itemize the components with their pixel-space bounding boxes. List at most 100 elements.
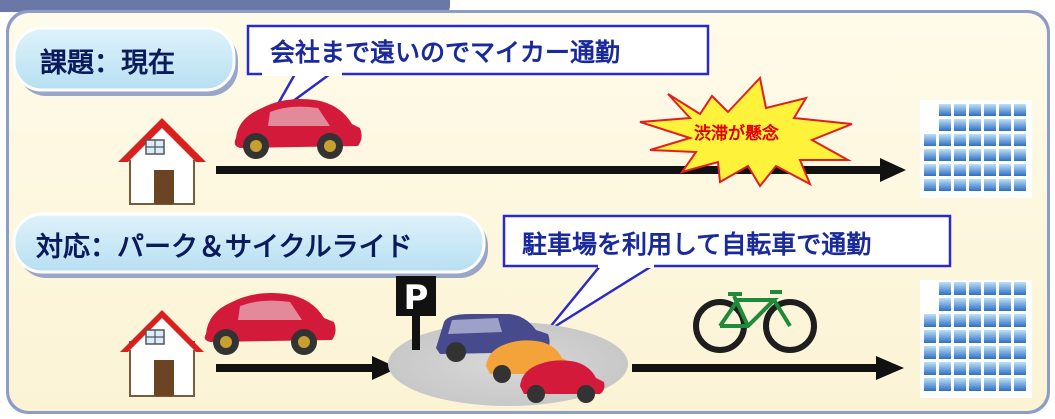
bicycle-icon <box>693 290 817 353</box>
building-window <box>939 378 951 391</box>
building-window <box>939 314 951 327</box>
building-window <box>954 362 966 375</box>
building-window <box>969 282 981 295</box>
bottom-callout-text: 駐車場を利用して自転車で通勤 <box>522 230 872 259</box>
building-window <box>939 119 951 131</box>
building-window <box>984 134 996 146</box>
building-window <box>969 134 981 146</box>
building-window <box>1014 362 1026 375</box>
bottom-callout <box>502 214 952 334</box>
parking-sign-letter: P <box>404 278 429 318</box>
building-window <box>984 179 996 191</box>
building-window <box>984 104 996 116</box>
building-window <box>939 330 951 343</box>
building-window <box>924 134 936 146</box>
top-header-strip <box>0 0 450 12</box>
building-window <box>999 298 1011 311</box>
building-window <box>984 362 996 375</box>
building-window <box>1014 378 1026 391</box>
building-window <box>1014 330 1026 343</box>
building-window <box>954 164 966 176</box>
building-window <box>939 134 951 146</box>
building-window <box>939 282 951 295</box>
building-window <box>924 164 936 176</box>
building-window <box>954 179 966 191</box>
building-window <box>999 378 1011 391</box>
building-window <box>969 330 981 343</box>
house-icon <box>118 118 206 205</box>
building-window <box>1014 149 1026 161</box>
bottom-label-box <box>12 212 488 278</box>
building-window <box>984 314 996 327</box>
car-icon-bottom <box>204 293 336 355</box>
building-window <box>1014 179 1026 191</box>
building-window <box>1014 134 1026 146</box>
office-building-icon <box>920 100 1032 198</box>
building-window <box>954 330 966 343</box>
building-window <box>999 282 1011 295</box>
building-window <box>984 346 996 359</box>
building-window <box>984 330 996 343</box>
building-window <box>1014 298 1026 311</box>
building-window <box>939 346 951 359</box>
building-window <box>939 149 951 161</box>
building-window <box>924 330 936 343</box>
house-icon-bottom <box>120 310 204 397</box>
building-window <box>969 314 981 327</box>
car-icon <box>234 99 362 159</box>
congestion-burst-icon <box>639 75 853 188</box>
building-window <box>984 378 996 391</box>
building-window <box>954 149 966 161</box>
cycle-arrow <box>632 356 904 380</box>
building-window <box>1014 314 1026 327</box>
building-window <box>984 298 996 311</box>
office-building-icon-bottom <box>920 280 1032 398</box>
building-window <box>939 164 951 176</box>
top-section-label: 課題：現在 <box>40 48 175 79</box>
building-window <box>984 119 996 131</box>
building-window <box>924 378 936 391</box>
building-window <box>969 119 981 131</box>
building-window <box>999 330 1011 343</box>
building-window <box>969 179 981 191</box>
parking-sign-icon: P <box>396 276 436 350</box>
building-window <box>954 104 966 116</box>
building-window <box>969 378 981 391</box>
building-window <box>954 314 966 327</box>
building-window <box>924 149 936 161</box>
building-window <box>984 164 996 176</box>
building-window <box>1014 346 1026 359</box>
building-window <box>939 104 951 116</box>
building-window <box>924 314 936 327</box>
building-window <box>924 362 936 375</box>
building-window <box>954 378 966 391</box>
building-window <box>954 119 966 131</box>
building-window <box>954 134 966 146</box>
parked-red-car-icon <box>520 360 605 403</box>
building-window <box>939 298 951 311</box>
building-window <box>954 298 966 311</box>
building-window <box>969 362 981 375</box>
top-callout <box>246 24 710 120</box>
building-window <box>969 346 981 359</box>
building-window <box>969 164 981 176</box>
building-window <box>999 314 1011 327</box>
top-callout-text: 会社まで遠いのでマイカー通勤 <box>270 38 621 67</box>
building-window <box>969 149 981 161</box>
building-window <box>1014 282 1026 295</box>
building-window <box>939 179 951 191</box>
building-window <box>999 164 1011 176</box>
building-window <box>984 149 996 161</box>
building-window <box>954 282 966 295</box>
building-window <box>999 134 1011 146</box>
top-label-box <box>12 26 238 96</box>
building-window <box>924 179 936 191</box>
building-window <box>939 362 951 375</box>
building-window <box>954 346 966 359</box>
building-window <box>1014 104 1026 116</box>
building-window <box>999 362 1011 375</box>
building-window <box>984 282 996 295</box>
building-window <box>999 119 1011 131</box>
